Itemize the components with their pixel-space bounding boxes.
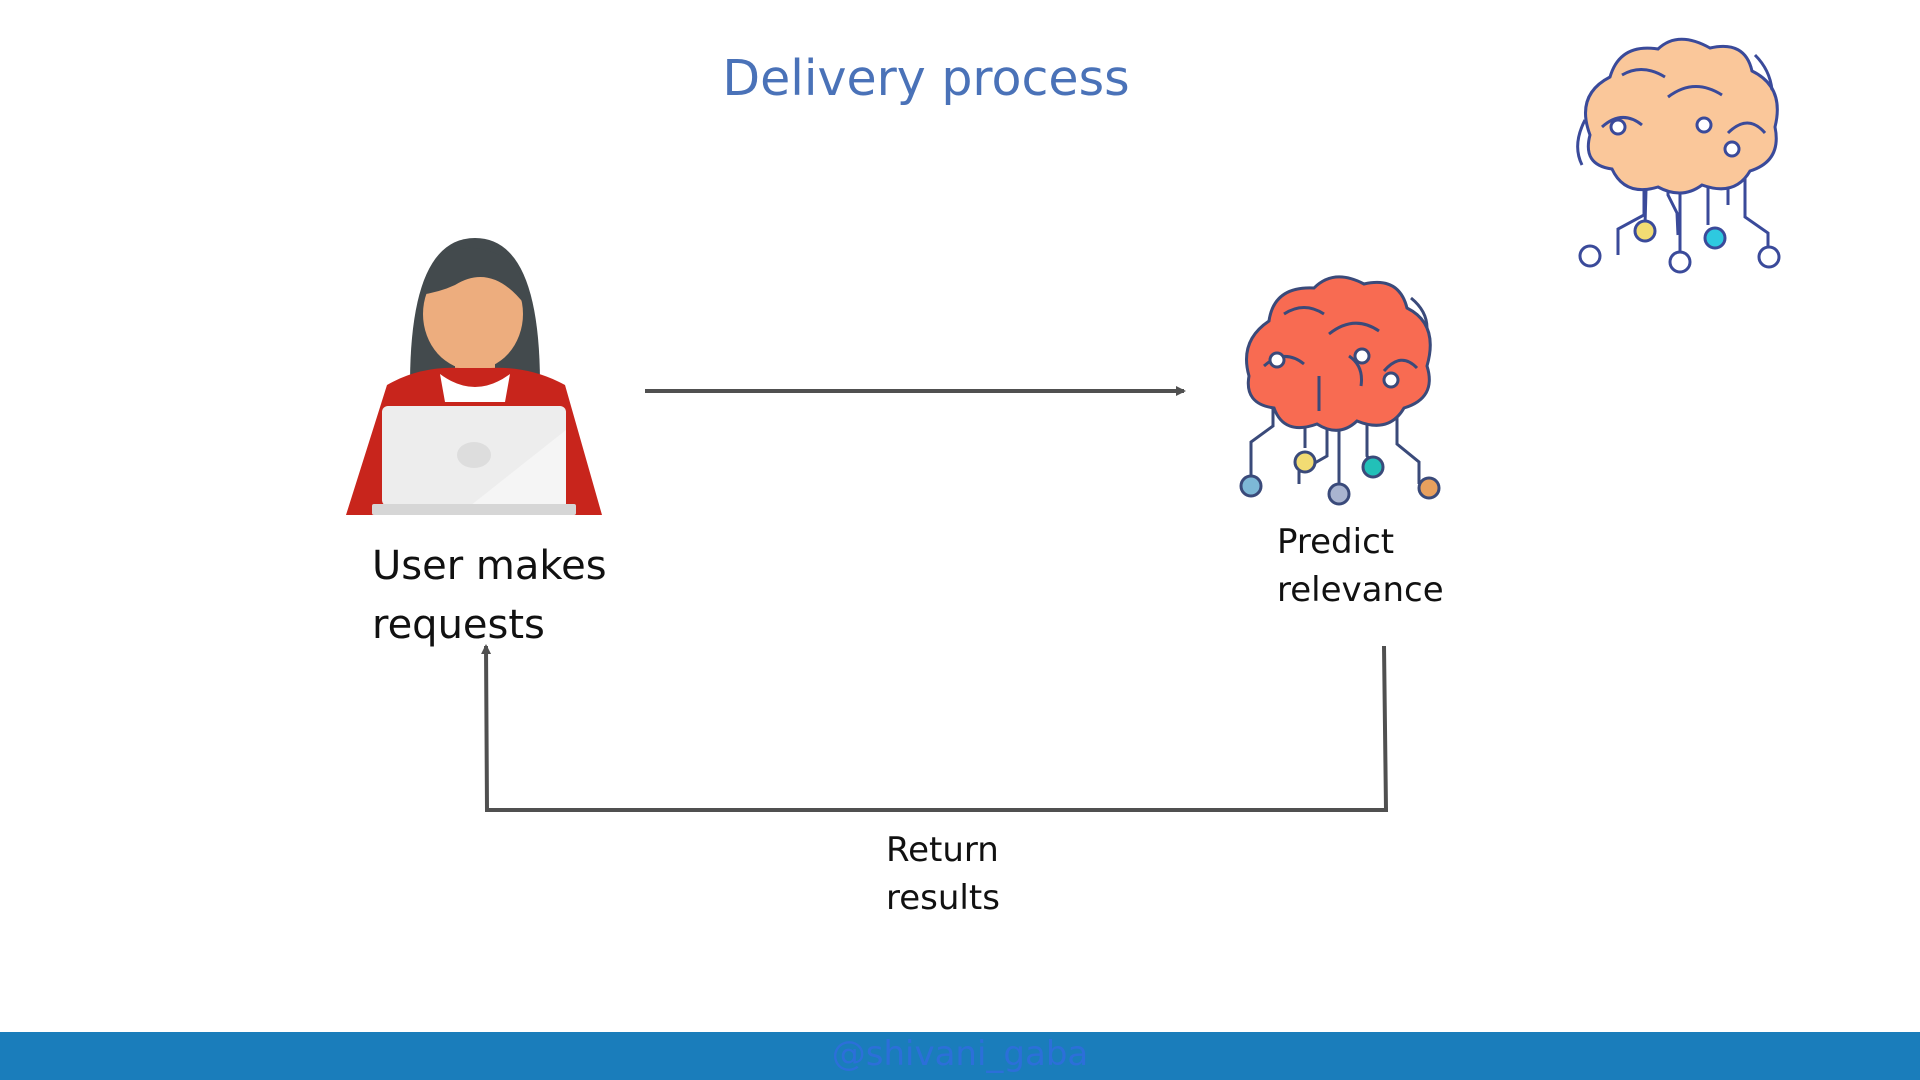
return-edge-label: Return results <box>886 826 1000 922</box>
slide-title: Delivery process <box>722 50 1130 107</box>
circuit-brain-icon <box>1576 37 1781 274</box>
predict-label-line: Predict <box>1277 522 1395 562</box>
user-node-label: User makes requests <box>372 537 607 655</box>
predict-label-line: relevance <box>1277 570 1444 610</box>
footer-bar <box>0 1032 1920 1080</box>
return-label-line: results <box>886 878 1000 918</box>
return-label-line: Return <box>886 830 999 870</box>
footer-watermark: @shivani_gaba <box>831 1034 1089 1074</box>
user-label-line: User makes <box>372 543 607 589</box>
return-arrow <box>481 644 1389 812</box>
predict-node-label: Predict relevance <box>1277 518 1444 614</box>
circuit-brain-icon <box>1239 275 1441 506</box>
woman-with-laptop-icon <box>346 238 602 515</box>
user-label-line: requests <box>372 602 545 648</box>
